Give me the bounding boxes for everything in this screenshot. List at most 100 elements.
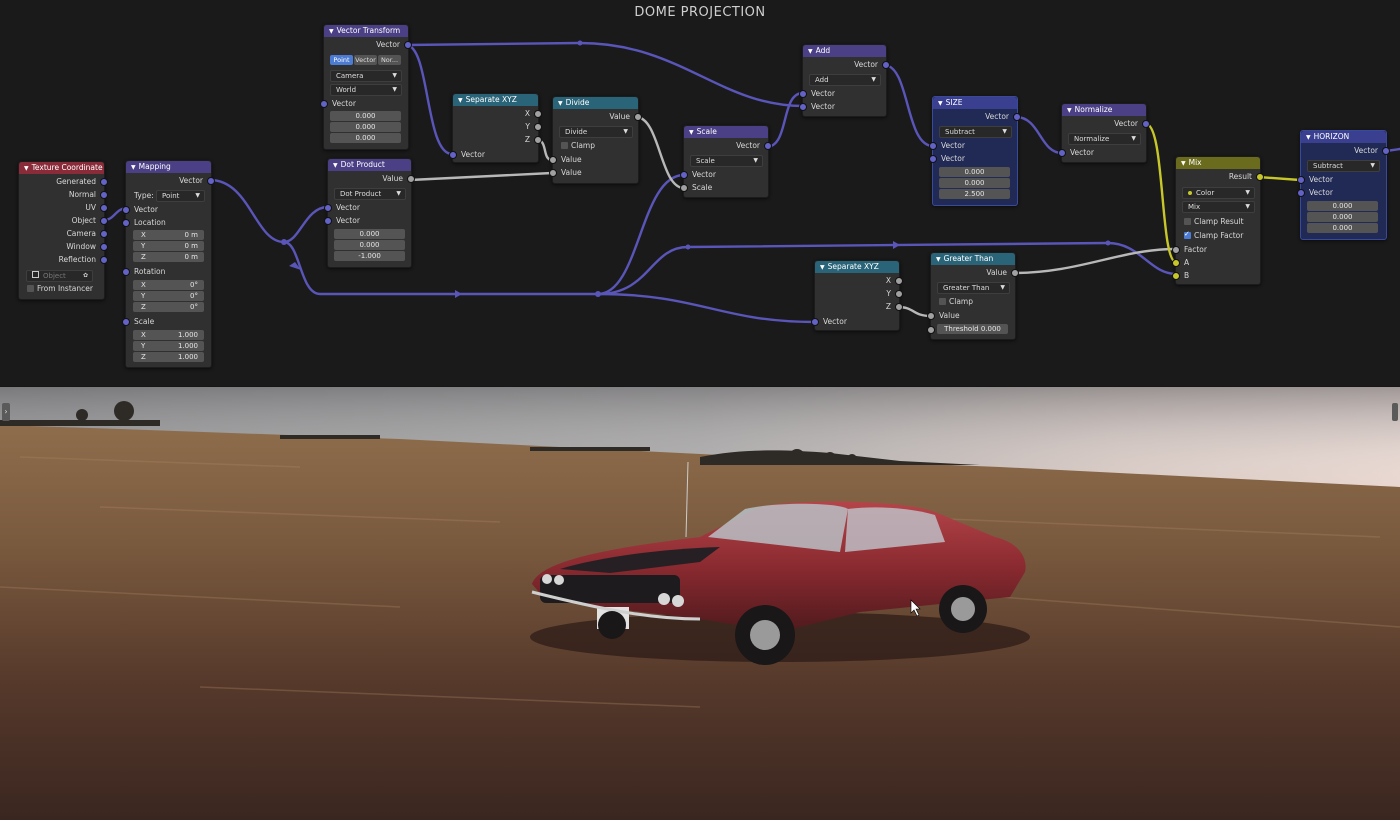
node-add[interactable]: ▼Add Vector Add▼ Vector Vector — [799, 44, 890, 117]
socket-out-vector[interactable] — [1382, 147, 1390, 155]
convert-from-dropdown[interactable]: Camera▼ — [330, 70, 402, 82]
node-mapping[interactable]: ▼Mapping Vector Type: Point▼ Vector Loca… — [122, 160, 215, 368]
operation-dropdown[interactable]: Greater Than▼ — [937, 282, 1010, 294]
mapping-type-dropdown[interactable]: Point▼ — [156, 190, 205, 202]
socket-out-vector[interactable] — [207, 177, 215, 185]
node-divide[interactable]: ▼Divide Value Divide▼ Clamp Value Value — [549, 96, 642, 184]
socket-uv[interactable] — [100, 204, 108, 212]
socket-in-b[interactable] — [1172, 272, 1180, 280]
socket-normal[interactable] — [100, 191, 108, 199]
socket-in-threshold[interactable] — [927, 326, 935, 334]
node-size[interactable]: ▼SIZE Vector Subtract▼ Vector Vector 0.0… — [929, 96, 1021, 206]
socket-reflection[interactable] — [100, 256, 108, 264]
data-type-dropdown[interactable]: Color▼ — [1182, 187, 1255, 199]
node-horizon[interactable]: ▼HORIZON Vector Subtract▼ Vector Vector … — [1297, 130, 1390, 240]
socket-camera[interactable] — [100, 230, 108, 238]
node-dot-product[interactable]: ▼Dot Product Value Dot Product▼ Vector V… — [324, 158, 415, 268]
socket-in-a[interactable] — [1172, 259, 1180, 267]
socket-in-vector-2[interactable] — [799, 103, 807, 111]
operation-dropdown[interactable]: Add▼ — [809, 74, 881, 86]
clamp-factor-checkbox[interactable] — [1184, 230, 1191, 239]
socket-rotation[interactable] — [122, 268, 130, 276]
clamp-result-checkbox[interactable] — [1184, 218, 1191, 225]
operation-dropdown[interactable]: Normalize▼ — [1068, 133, 1141, 145]
socket-generated[interactable] — [100, 178, 108, 186]
operation-dropdown[interactable]: Subtract▼ — [939, 126, 1012, 138]
vector-x-field[interactable]: 0.000 — [330, 111, 401, 121]
node-separate-xyz[interactable]: ▼Separate XYZ X Y Z Vector — [449, 93, 542, 163]
socket-in-value[interactable] — [927, 312, 935, 320]
type-vector-toggle[interactable]: Vector — [354, 55, 377, 65]
socket-out-value[interactable] — [1011, 269, 1019, 277]
node-scale[interactable]: ▼Scale Vector Scale▼ Vector Scale — [680, 125, 772, 198]
socket-in-vector[interactable] — [1058, 149, 1066, 157]
operation-dropdown[interactable]: Scale▼ — [690, 155, 763, 167]
socket-in-vector-1[interactable] — [1297, 176, 1305, 184]
socket-in-vector-1[interactable] — [324, 204, 332, 212]
node-mix[interactable]: ▼Mix Result Color▼ Mix▼ Clamp Result Cla… — [1172, 156, 1264, 285]
socket-out-z[interactable] — [895, 303, 903, 311]
vector-x-field[interactable]: 0.000 — [939, 167, 1010, 177]
vector-x-field[interactable]: 0.000 — [1307, 201, 1378, 211]
socket-out-vector[interactable] — [1013, 113, 1021, 121]
node-editor[interactable]: DOME PROJECTION — [0, 0, 1400, 386]
socket-in-vector[interactable] — [320, 100, 328, 108]
vector-z-field[interactable]: 0.000 — [1307, 223, 1378, 233]
operation-dropdown[interactable]: Dot Product▼ — [334, 188, 406, 200]
socket-out-value[interactable] — [407, 175, 415, 183]
vector-z-field[interactable]: 2.500 — [939, 189, 1010, 199]
socket-out-x[interactable] — [534, 110, 542, 118]
socket-in-scale[interactable] — [680, 184, 688, 192]
type-normal-toggle[interactable]: Nor... — [378, 55, 401, 65]
socket-out-y[interactable] — [534, 123, 542, 131]
socket-out-z[interactable] — [534, 136, 542, 144]
socket-out-vector[interactable] — [1142, 120, 1150, 128]
vector-y-field[interactable]: 0.000 — [330, 122, 401, 132]
socket-in-vector[interactable] — [449, 151, 457, 159]
node-greater-than[interactable]: ▼Greater Than Value Greater Than▼ Clamp … — [927, 252, 1019, 340]
vector-y-field[interactable]: 0.000 — [334, 240, 405, 250]
node-texture-coordinate[interactable]: ▼Texture Coordinate Generated Normal UV … — [18, 161, 108, 300]
socket-in-vector-1[interactable] — [799, 90, 807, 98]
socket-in-vector[interactable] — [122, 206, 130, 214]
socket-out-value[interactable] — [634, 113, 642, 121]
clamp-checkbox[interactable] — [561, 142, 568, 149]
eyedropper-icon[interactable]: ✿ — [82, 272, 88, 279]
socket-in-value-1[interactable] — [549, 156, 557, 164]
socket-in-vector[interactable] — [680, 171, 688, 179]
vector-y-field[interactable]: 0.000 — [1307, 212, 1378, 222]
socket-out-x[interactable] — [895, 277, 903, 285]
type-point-toggle[interactable]: Point — [330, 55, 353, 65]
operation-dropdown[interactable]: Subtract▼ — [1307, 160, 1380, 172]
socket-scale[interactable] — [122, 318, 130, 326]
vector-x-field[interactable]: 0.000 — [334, 229, 405, 239]
operation-dropdown[interactable]: Divide▼ — [559, 126, 633, 138]
socket-out-vector[interactable] — [404, 41, 412, 49]
socket-out-y[interactable] — [895, 290, 903, 298]
socket-in-value-2[interactable] — [549, 169, 557, 177]
socket-in-vector-2[interactable] — [929, 155, 937, 163]
render-viewport[interactable]: › — [0, 387, 1400, 820]
convert-to-dropdown[interactable]: World▼ — [330, 84, 402, 96]
vector-y-field[interactable]: 0.000 — [939, 178, 1010, 188]
socket-in-vector-2[interactable] — [324, 217, 332, 225]
from-instancer-checkbox[interactable] — [27, 285, 34, 292]
threshold-field[interactable]: Threshold 0.000 — [937, 324, 1008, 334]
socket-window[interactable] — [100, 243, 108, 251]
socket-in-vector-1[interactable] — [929, 142, 937, 150]
vector-z-field[interactable]: 0.000 — [330, 133, 401, 143]
node-vector-transform[interactable]: ▼Vector Transform Vector Point Vector No… — [320, 24, 412, 150]
vector-z-field[interactable]: -1.000 — [334, 251, 405, 261]
socket-in-vector-2[interactable] — [1297, 189, 1305, 197]
socket-in-vector[interactable] — [811, 318, 819, 326]
socket-location[interactable] — [122, 219, 130, 227]
socket-out-result[interactable] — [1256, 173, 1264, 181]
